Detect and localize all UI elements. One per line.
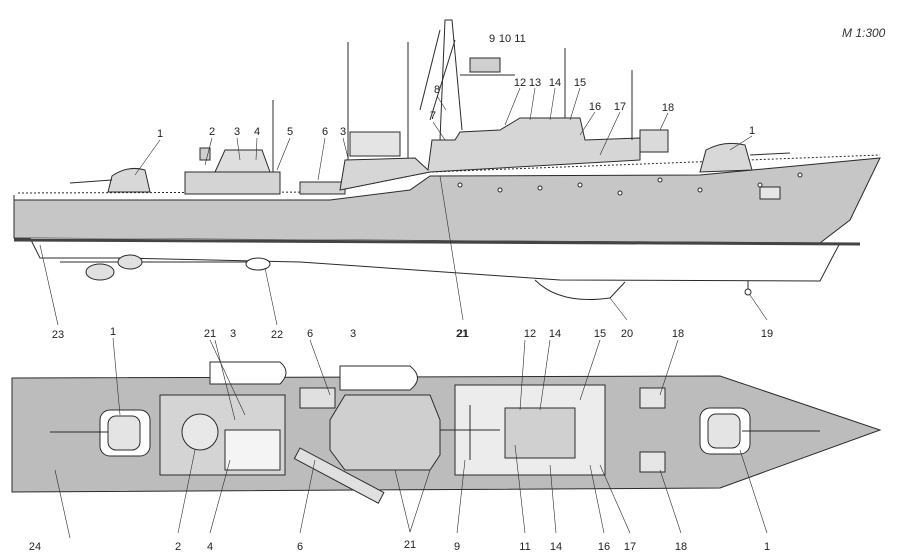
callout-24: 24	[29, 541, 41, 553]
plan-fore-equipment	[639, 451, 666, 473]
rudder	[245, 257, 271, 271]
boat-davit	[349, 131, 401, 157]
callout-17: 17	[614, 101, 626, 113]
waterline	[13, 238, 861, 246]
callout-22: 22	[271, 329, 283, 341]
underwater-hull	[29, 237, 841, 282]
callout-21: 21	[204, 328, 216, 340]
callout-3: 3	[340, 126, 346, 138]
callout-16: 16	[589, 101, 601, 113]
callout-2: 2	[209, 126, 215, 138]
plan-superstructure	[329, 394, 441, 471]
callout-3: 3	[350, 328, 356, 340]
plan-fore-equipment	[639, 387, 666, 409]
fore-gun-barrel	[749, 152, 791, 156]
callout-18: 18	[672, 328, 684, 340]
midship-structure	[299, 181, 346, 195]
callout-1: 1	[749, 125, 755, 137]
callout-1: 1	[110, 326, 116, 338]
callout-12: 12	[514, 77, 526, 89]
callout-20: 20	[621, 328, 633, 340]
callout-3: 3	[234, 126, 240, 138]
scale-label: M 1:300	[842, 26, 886, 40]
bow-number	[759, 186, 781, 200]
callout-5: 5	[287, 126, 293, 138]
plan-liferafts	[299, 387, 336, 409]
plan-hangar	[224, 429, 281, 471]
plan-aft-turret-inner	[107, 415, 141, 451]
callout-6: 6	[307, 328, 313, 340]
callout-21: 21	[456, 328, 468, 340]
plan-boat	[209, 361, 287, 385]
aft-gun-barrel	[69, 179, 113, 184]
plan-boat	[339, 365, 418, 391]
plan-leaders	[54, 337, 768, 539]
callout-4: 4	[207, 541, 213, 553]
callout-9: 9	[489, 33, 495, 45]
plan-mast	[440, 405, 500, 460]
callout-15: 15	[574, 77, 586, 89]
callout-1: 1	[764, 541, 770, 553]
callout-16: 16	[598, 541, 610, 553]
callout-3: 3	[230, 328, 236, 340]
side-elevation	[13, 19, 881, 301]
plan-launcher	[181, 413, 219, 451]
callout-13: 13	[529, 77, 541, 89]
callout-14: 14	[550, 541, 562, 553]
radar-array	[469, 57, 501, 73]
portholes	[457, 172, 803, 196]
lattice-mast	[419, 29, 456, 121]
callout-15: 15	[594, 328, 606, 340]
callout-21: 21	[457, 328, 469, 340]
missile-launcher	[214, 149, 271, 173]
sonar-dome	[534, 279, 626, 301]
callout-23: 23	[52, 329, 64, 341]
propeller	[85, 263, 115, 281]
aft-gun-turret	[107, 168, 151, 193]
callout-14: 14	[549, 77, 561, 89]
director	[639, 129, 669, 153]
plan-view	[11, 361, 882, 504]
fore-gun-turret	[699, 142, 753, 173]
callout-2: 2	[175, 541, 181, 553]
callout-8: 8	[434, 84, 440, 96]
callout-6: 6	[322, 126, 328, 138]
callout-11: 11	[519, 541, 530, 553]
callout-19: 19	[761, 328, 773, 340]
deck-railing	[17, 154, 881, 194]
callout-14: 14	[549, 328, 561, 340]
callout-9: 9	[454, 541, 460, 553]
propeller	[117, 254, 143, 270]
aft-radar	[199, 147, 211, 161]
callout-10: 10	[499, 33, 511, 45]
callout-1: 1	[157, 128, 163, 140]
callout-18: 18	[675, 541, 687, 553]
callout-18: 18	[662, 102, 674, 114]
side-leaders	[39, 87, 768, 326]
aft-superstructure	[184, 171, 281, 195]
bow-sonar	[744, 288, 752, 296]
plan-fore-turret-inner	[707, 413, 741, 449]
callout-21: 21	[404, 539, 416, 551]
callout-6: 6	[297, 541, 303, 553]
callout-17: 17	[624, 541, 636, 553]
callout-11: 11	[514, 33, 525, 45]
callout-7: 7	[430, 110, 436, 122]
plan-liferafts	[293, 447, 385, 504]
callout-12: 12	[524, 328, 536, 340]
main-mast	[439, 19, 463, 141]
main-superstructure	[339, 117, 641, 191]
callout-4: 4	[254, 126, 260, 138]
plan-bridge-core	[504, 407, 576, 459]
